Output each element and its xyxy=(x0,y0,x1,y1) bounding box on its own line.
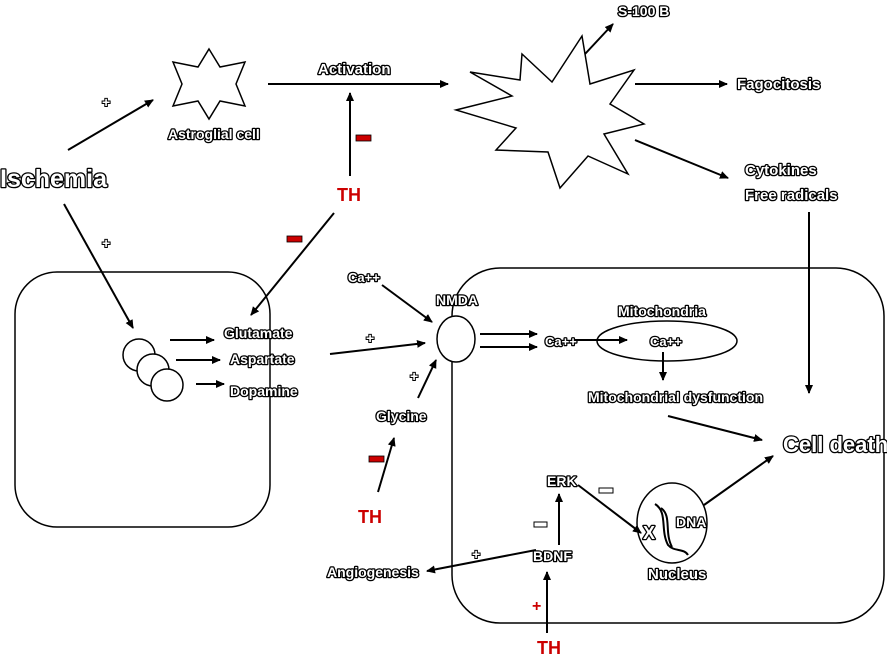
th-label-top: TH xyxy=(337,185,361,205)
arrows xyxy=(63,23,813,633)
arrow-glycine-to-nmda xyxy=(417,359,437,399)
arrow-dysfunction-to-cell-death xyxy=(667,415,763,442)
plus-ischemia-astroglial: + xyxy=(102,94,110,110)
arrow-transmitters-to-nmda xyxy=(329,339,426,355)
dna-strand xyxy=(654,503,689,556)
activation-label: Activation xyxy=(318,61,391,78)
arrow-nucleus-to-cell-death xyxy=(703,455,774,506)
nucleus-shape xyxy=(636,482,708,564)
mito-dysfunction-label: Mitochondrial dysfunction xyxy=(588,389,763,405)
ischemia-label: Ischemia xyxy=(0,165,108,193)
s100b-label: S-100 B xyxy=(618,3,669,19)
inhibit-dash-glycine xyxy=(368,455,385,463)
arrow-erk-to-nucleus xyxy=(577,484,642,534)
plus-angiogenesis: + xyxy=(472,546,480,562)
nmda-label: NMDA xyxy=(436,292,478,308)
arrow-th-to-glycine xyxy=(377,437,396,493)
erk-label: ERK xyxy=(547,473,577,489)
aspartate-label: Aspartate xyxy=(230,351,295,367)
astroglial-cell-label: Astroglial cell xyxy=(168,126,260,142)
vesicle xyxy=(150,368,184,402)
cytokines-label: Cytokines xyxy=(745,162,817,179)
arrow-ischemia-to-vesicles xyxy=(63,203,134,329)
bdnf-label: BDNF xyxy=(533,548,572,564)
plus-ischemia-vesicles: + xyxy=(102,235,110,251)
arrow-th-to-glutamate xyxy=(250,212,335,316)
inhibit-dash-erk-bdnf xyxy=(533,521,548,528)
ca-mito-label: Ca++ xyxy=(650,334,682,349)
angiogenesis-label: Angiogenesis xyxy=(327,564,419,580)
x-mark-label: X xyxy=(643,523,655,543)
th-label-bottom: TH xyxy=(537,638,561,658)
nmda-receptor xyxy=(436,315,476,363)
plus-glycine: + xyxy=(410,368,418,384)
mitochondria-label: Mitochondria xyxy=(618,303,706,319)
dna-label: DNA xyxy=(676,514,706,530)
ca-outside-label: Ca++ xyxy=(348,270,380,285)
activated-astrocyte-burst xyxy=(453,33,646,190)
arrow-ca-to-nmda xyxy=(381,284,433,323)
inhibit-dash-erk-nucleus xyxy=(598,487,614,494)
arrow-ischemia-to-astroglial xyxy=(67,99,154,151)
plus-to-nmda: + xyxy=(366,330,374,346)
nucleus-label: Nucleus xyxy=(648,566,706,583)
glycine-label: Glycine xyxy=(376,408,427,424)
presynaptic-cell xyxy=(14,271,271,528)
arrow-burst-to-s100b xyxy=(584,23,614,55)
inhibit-dash-glutamate xyxy=(286,235,303,243)
glutamate-label: Glutamate xyxy=(224,325,293,341)
dna-strand xyxy=(660,507,673,548)
th-label-glycine: TH xyxy=(358,507,382,527)
dopamine-label: Dopamine xyxy=(230,383,298,399)
astroglial-cell-shape xyxy=(171,47,247,121)
inhibit-dash-activation xyxy=(355,134,372,142)
ca-inside-label: Ca++ xyxy=(545,334,577,349)
cell-death-label: Cell death xyxy=(783,432,887,457)
arrow-burst-to-cytokines xyxy=(634,139,729,179)
plus-bdnf-th: + xyxy=(532,598,541,615)
arrow-bdnf-to-angiogenesis xyxy=(426,549,537,574)
fagocitosis-label: Fagocitosis xyxy=(737,76,820,93)
free-radicals-label: Free radicals xyxy=(745,187,838,204)
